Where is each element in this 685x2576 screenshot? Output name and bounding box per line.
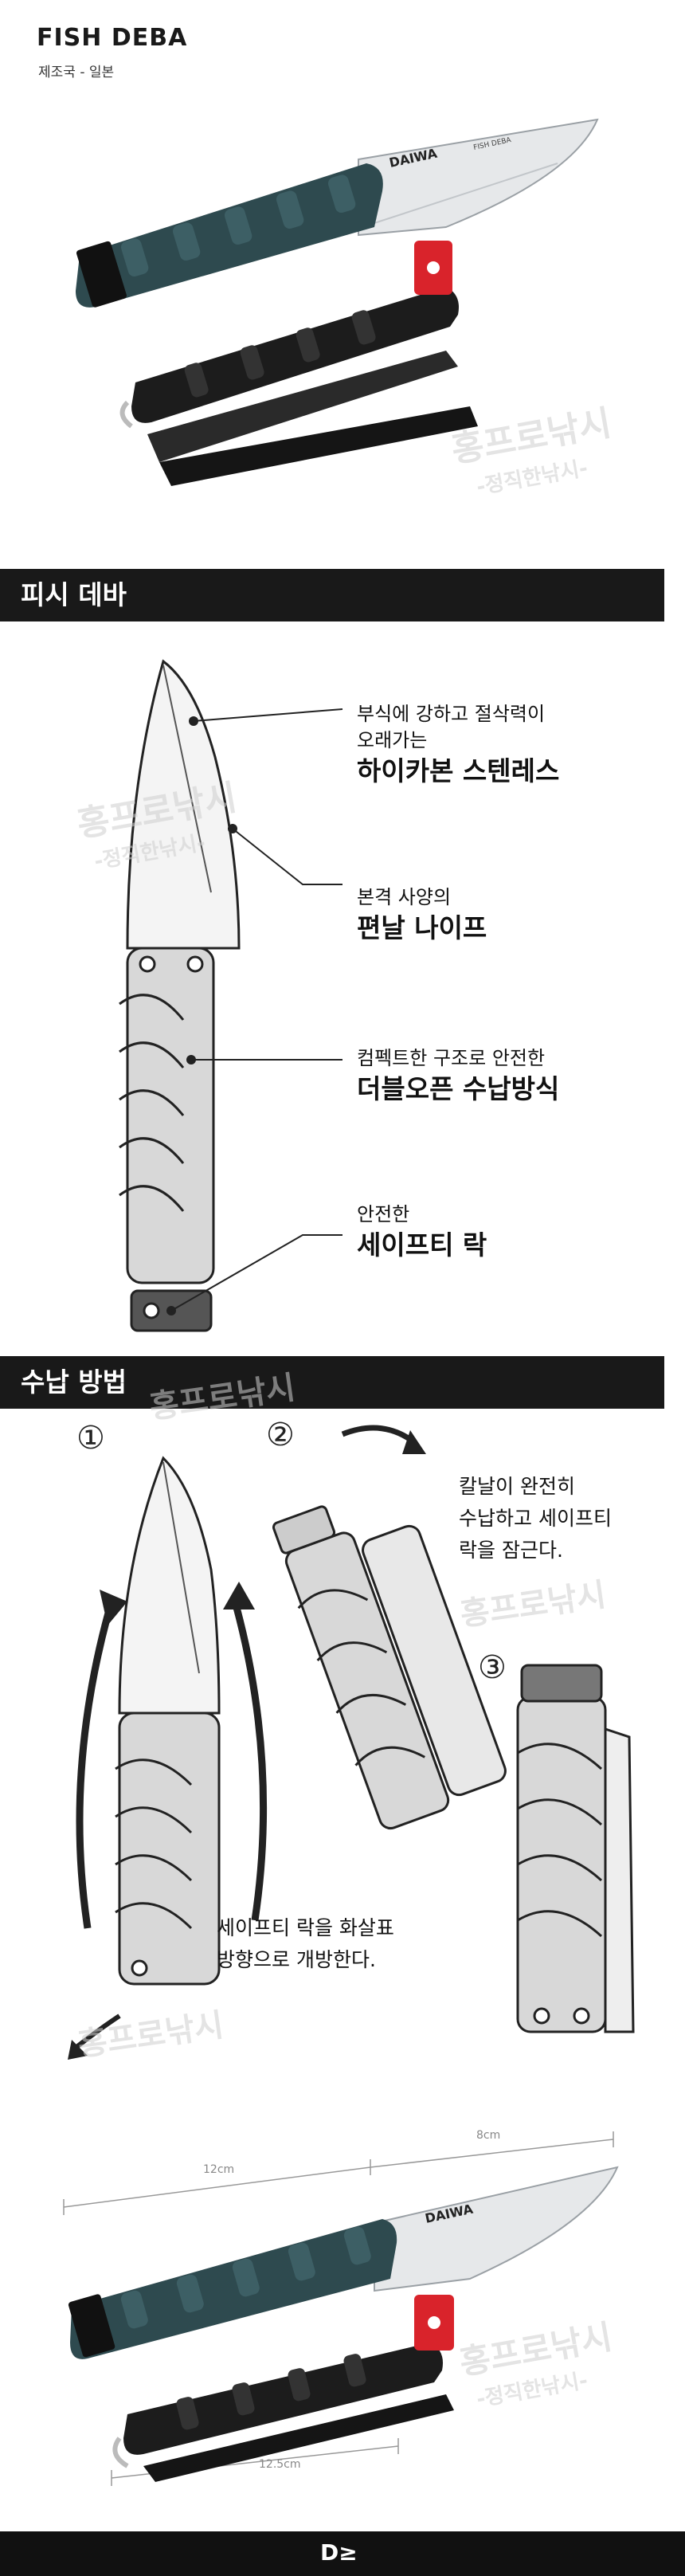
teal-knife-blade (358, 118, 599, 237)
dimension-photo: DAIWA 홍프로낚시 -정직한낚시- (63, 2131, 619, 2486)
section-banner-fish-deba: 피시 데바 (0, 569, 664, 621)
diagram-handle (126, 947, 215, 1284)
product-title: FISH DEBA (37, 24, 188, 52)
callout-safety-lock: 안전한 세이프티 락 (357, 1203, 487, 1261)
origin-label: 제조국 - 일본 (38, 65, 115, 80)
teal-knife-handle (76, 163, 383, 308)
storage-method-diagram: 홍프로낚시 홍프로낚시 홍프로낚시 (68, 1370, 635, 2064)
callout-double-open: 컴펙트한 구조로 안전한 더블오픈 수납방식 (357, 1047, 560, 1104)
dim-label-handle: 12cm (203, 2163, 235, 2176)
step2-instruction: 칼날이 완전히 수납하고 세이프티 락을 잠근다. (459, 1475, 612, 1562)
step1-instruction: 세이프티 락을 화살표 방향으로 개방한다. (217, 1916, 394, 1971)
dim-label-folded: 12.5cm (259, 2458, 301, 2471)
watermark-top: 홍프로낚시 (448, 402, 614, 470)
watermark-dimension: 홍프로낚시 (456, 2317, 615, 2382)
dim-label-blade: 8cm (476, 2129, 501, 2142)
step-number-2: ② (266, 1417, 295, 1453)
watermark-storage-2: 홍프로낚시 (458, 1577, 609, 1633)
callout-high-carbon: 부식에 강하고 절삭력이 오래가는 하이카본 스텐레스 (357, 703, 560, 786)
callout-single-edge: 본격 사양의 편날 나이프 (357, 886, 487, 943)
dim-line-handle (63, 2166, 371, 2208)
footer-brand-logo: D≥ (320, 2539, 358, 2566)
section-banner-storage: 수납 방법 (0, 1356, 664, 1409)
dim-line-blade (370, 2139, 614, 2168)
knife-feature-diagram: 홍프로낚시 -정직한낚시- (74, 659, 343, 1332)
step-number-1: ① (76, 1420, 105, 1457)
step-number-3: ③ (478, 1649, 507, 1686)
diagram-blade (126, 659, 241, 950)
watermark-storage-3: 홍프로낚시 (76, 2007, 226, 2064)
footer-bar: D≥ (0, 2531, 685, 2576)
black-knife-handle (131, 287, 459, 423)
product-photo-top: DAIWA FISH DEBA 홍프로낚시 -정직한낚시- (76, 118, 614, 500)
